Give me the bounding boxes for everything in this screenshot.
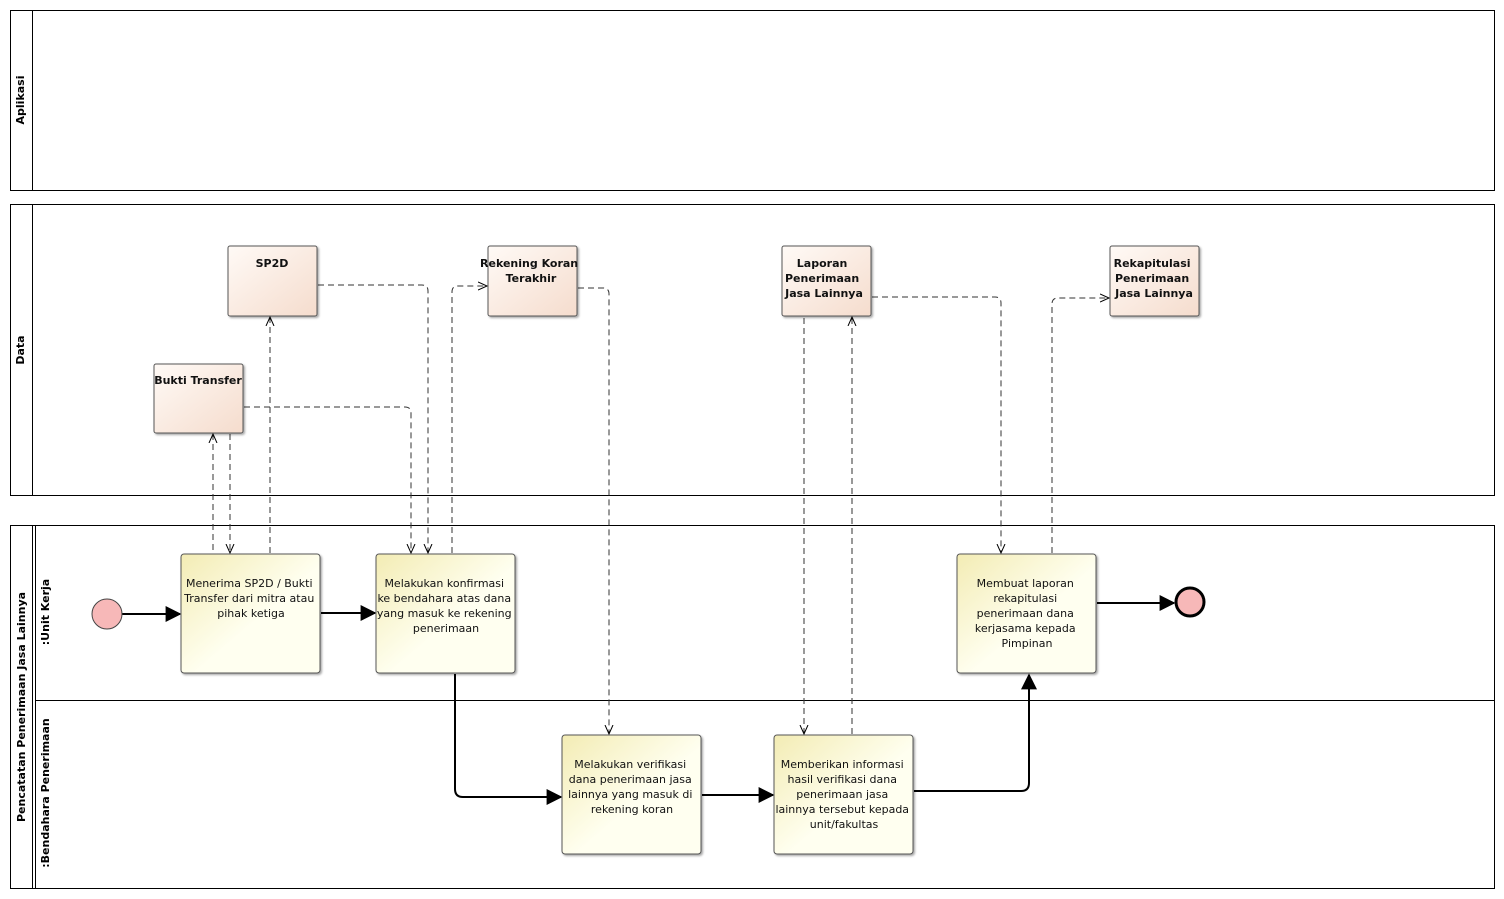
- task-membuat-laporan[interactable]: Membuat laporan rekapitulasi penerimaan …: [956, 553, 1097, 674]
- association-sp2d-to-konfirmasi: [318, 284, 428, 553]
- task-informasi[interactable]: Memberikan informasi hasil verifikasi da…: [773, 734, 914, 855]
- pool-data-label: Data: [14, 335, 27, 364]
- data-object-rekapitulasi[interactable]: Rekapitulasi Penerimaan Jasa Lainnya: [1109, 245, 1200, 317]
- flow-konfirmasi-to-verifikasi: [454, 674, 563, 805]
- association-bukti-to-konfirmasi: [244, 406, 411, 553]
- association-membuat-to-rekapitulasi: [1051, 298, 1109, 553]
- data-object-bukti-transfer[interactable]: Bukti Transfer: [153, 363, 244, 434]
- data-object-rekening-koran[interactable]: Rekening Koran Terakhir: [480, 245, 582, 317]
- svg-text:Melakukan konfirmasi ke: Melakukan konfirmasi ke bendahara atas d…: [377, 577, 515, 635]
- end-event[interactable]: [1174, 586, 1206, 618]
- task-konfirmasi[interactable]: Melakukan konfirmasi ke bendahara atas d…: [375, 553, 516, 674]
- svg-text:SP2D: SP2D: [256, 257, 289, 270]
- svg-text:Membuat laporan rekapitu: Membuat laporan rekapitulasi penerimaan …: [975, 577, 1079, 650]
- sequence-flows: [122, 595, 1176, 805]
- svg-text:Memberikan informasi has: Memberikan informasi hasil verifikasi da…: [775, 758, 912, 831]
- association-laporan-to-membuat: [872, 296, 1001, 553]
- flow-informasi-to-laporan: [914, 673, 1037, 792]
- svg-text:Rekapitulasi Penerimaan: Rekapitulasi Penerimaan Jasa Lainnya: [1114, 257, 1195, 300]
- lane-bendahara-label: :Bendahara Penerimaan: [39, 718, 52, 867]
- pool-aplikasi-label: Aplikasi: [14, 76, 27, 125]
- data-object-laporan[interactable]: Laporan Penerimaan Jasa Lainnya: [781, 245, 872, 317]
- pool-aplikasi: Aplikasi: [10, 10, 1495, 191]
- start-event[interactable]: [91, 598, 123, 630]
- svg-text:Melakukan verifikasi dan: Melakukan verifikasi dana penerimaan jas…: [568, 758, 696, 816]
- pool-process: Pencatatan Penerimaan Jasa Lainnya :Unit…: [10, 525, 1495, 889]
- task-menerima-sp2d[interactable]: Menerima SP2D / Bukti Transfer dari mitr…: [180, 553, 321, 674]
- svg-text:Laporan Penerimaan: Laporan Penerimaan Jasa Lainnya: [784, 257, 863, 300]
- pool-process-label: Pencatatan Penerimaan Jasa Lainnya: [15, 592, 28, 822]
- svg-text:Rekening Koran Terakhir: Rekening Koran Terakhir: [480, 257, 582, 285]
- task-verifikasi[interactable]: Melakukan verifikasi dana penerimaan jas…: [561, 734, 702, 855]
- association-rekening-to-verifikasi: [578, 287, 609, 734]
- data-object-sp2d[interactable]: SP2D: [227, 245, 318, 317]
- svg-text:Menerima SP2D / Bukti T: Menerima SP2D / Bukti Transfer dari mitr…: [183, 577, 318, 620]
- lane-unit-kerja-label: :Unit Kerja: [39, 579, 52, 645]
- association-konfirmasi-to-rekening: [451, 286, 487, 553]
- data-associations: [213, 285, 1109, 734]
- svg-text:Bukti Transfer: Bukti Transfer: [154, 374, 242, 387]
